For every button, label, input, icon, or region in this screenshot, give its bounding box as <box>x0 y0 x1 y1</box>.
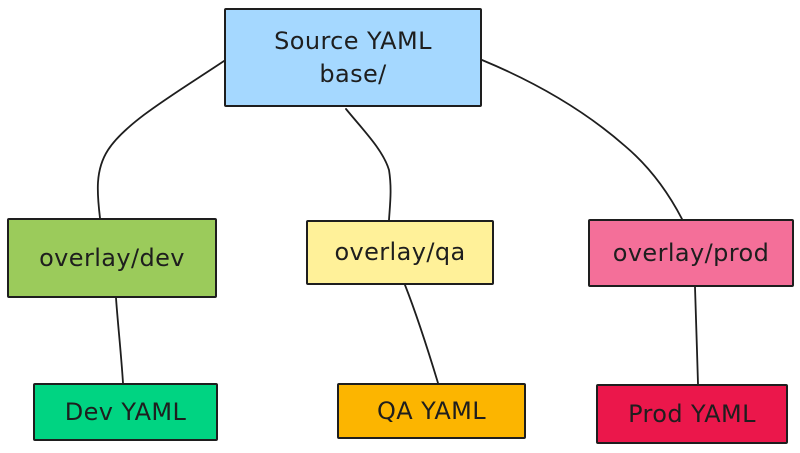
source-yaml-node-label: Source YAML base/ <box>274 25 432 90</box>
source-yaml-subtitle: base/ <box>319 59 387 88</box>
edge-source-to-overlay-prod <box>481 59 683 220</box>
prod-yaml-label: Prod YAML <box>628 399 756 428</box>
overlay-qa-node: overlay/qa <box>306 220 494 285</box>
edge-overlay-prod-to-prod-yaml <box>694 286 699 385</box>
edge-overlay-qa-to-qa-yaml <box>404 284 439 384</box>
qa-yaml-node: QA YAML <box>337 383 526 439</box>
edge-overlay-dev-to-dev-yaml <box>115 297 124 384</box>
overlay-dev-node: overlay/dev <box>7 218 217 298</box>
edge-source-to-overlay-dev <box>96 60 225 219</box>
dev-yaml-label: Dev YAML <box>64 397 187 426</box>
source-yaml-node: Source YAML base/ <box>224 8 482 107</box>
overlay-dev-label: overlay/dev <box>39 243 185 272</box>
overlay-prod-label: overlay/prod <box>612 238 770 267</box>
overlay-qa-label: overlay/qa <box>334 238 466 267</box>
prod-yaml-node: Prod YAML <box>596 384 788 444</box>
edge-source-to-overlay-qa <box>345 108 392 221</box>
source-yaml-title: Source YAML <box>274 27 432 56</box>
dev-yaml-node: Dev YAML <box>33 383 218 441</box>
overlay-prod-node: overlay/prod <box>588 219 794 287</box>
qa-yaml-label: QA YAML <box>376 396 487 425</box>
